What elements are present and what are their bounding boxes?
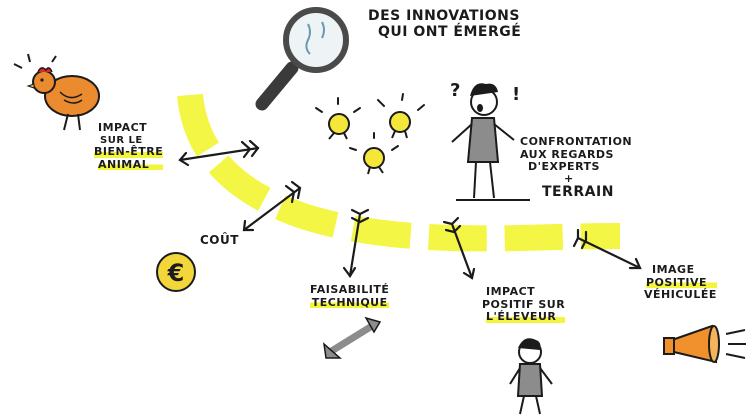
label-line: L'ÉLEVEUR (486, 311, 566, 324)
label-line: SUR LE (100, 134, 143, 146)
label-line: POSITIVE (646, 276, 717, 290)
double-arrow-icon (322, 316, 382, 359)
title-line: QUI ONT ÉMERGÉ (378, 24, 522, 41)
highlight-path (177, 93, 621, 252)
label-line: D'EXPERTS (528, 160, 600, 174)
label-line: IMAGE (652, 263, 695, 276)
label-line: + (564, 171, 574, 185)
label-cout: COÛT (200, 233, 239, 248)
label-line: BIEN-ÊTRE (94, 145, 164, 159)
label-line: TERRAIN (542, 183, 614, 200)
arrow-image (572, 228, 642, 270)
label-eleveur: IMPACT POSITIF SUR L'ÉLEVEUR (482, 285, 566, 324)
question-mark: ? (450, 80, 460, 101)
label-line: FAISABILITÉ (310, 283, 390, 296)
lightbulb-icon (315, 93, 425, 175)
label-line: POSITIF SUR (482, 297, 566, 311)
label-line: IMPACT (98, 121, 148, 134)
megaphone-icon (663, 324, 746, 364)
expert-icon (451, 83, 530, 201)
label-bien-etre: IMPACT SUR LE BIEN-ÊTRE ANIMAL (94, 121, 164, 172)
magnifier-icon (255, 7, 349, 111)
exclamation-mark: ! (512, 84, 520, 105)
label-line: COÛT (200, 233, 239, 247)
label-faisabilite: FAISABILITÉ TECHNIQUE (310, 283, 390, 310)
title-text: DES INNOVATIONS QUI ONT ÉMERGÉ (368, 8, 521, 40)
title-line: DES INNOVATIONS (368, 8, 520, 24)
label-line: IMPACT (486, 285, 536, 298)
arrows (178, 139, 642, 280)
label-line: VÉHICULÉE (644, 288, 717, 302)
label-line: AUX REGARDS (520, 147, 614, 161)
arrow-eleveur (442, 216, 476, 280)
farmer-icon (509, 338, 553, 415)
arrow-bien-etre (178, 139, 260, 167)
arrow-cout (242, 180, 302, 232)
coin-icon: € (156, 252, 196, 292)
hen-icon (13, 53, 100, 131)
euro-symbol: € (167, 259, 185, 287)
arrow-faisabilite (342, 208, 370, 278)
label-line: CONFRONTATION (520, 135, 633, 148)
label-confrontation: CONFRONTATION AUX REGARDS D'EXPERTS + TE… (520, 135, 633, 200)
label-line: ANIMAL (98, 158, 164, 172)
label-line: TECHNIQUE (310, 295, 390, 310)
label-image: IMAGE POSITIVE VÉHICULÉE (644, 263, 717, 302)
